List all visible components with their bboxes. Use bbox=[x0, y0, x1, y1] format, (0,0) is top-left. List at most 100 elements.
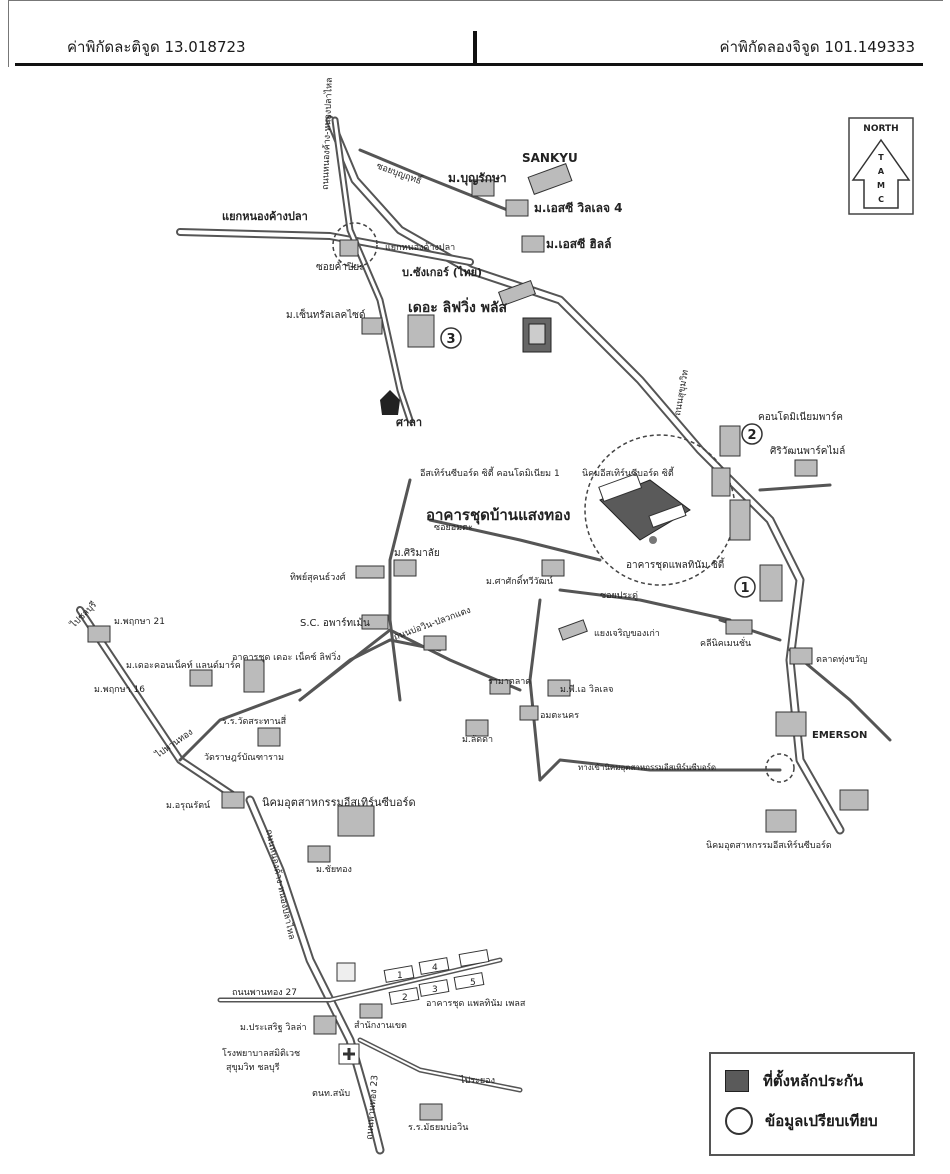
marker-3: 3 bbox=[440, 327, 462, 349]
building-icon-talad bbox=[789, 647, 813, 665]
building-icon-emerson bbox=[775, 711, 807, 737]
svg-text:นิคมอีสเทิร์นซีบอร์ด ซิตี้: นิคมอีสเทิร์นซีบอร์ด ซิตี้ bbox=[582, 466, 675, 479]
legend-square-icon bbox=[725, 1070, 749, 1092]
sala-icon bbox=[380, 390, 400, 415]
road-east-2 bbox=[788, 648, 892, 742]
legend-row-collateral: ที่ตั้งหลักประกัน bbox=[725, 1068, 863, 1094]
building-icon-the-connect bbox=[189, 669, 213, 687]
building-icon-office bbox=[359, 1003, 383, 1019]
parcel-blocks bbox=[383, 949, 490, 1005]
building-icon-sc-apartment bbox=[361, 614, 389, 630]
svg-text:อาคารชุด แพลทินัม เพลส: อาคารชุด แพลทินัม เพลส bbox=[426, 998, 526, 1009]
svg-text:คอนโดมิเนียมพาร์ค: คอนโดมิเนียมพาร์ค bbox=[758, 410, 843, 423]
svg-text:ม.ลัดดา: ม.ลัดดา bbox=[462, 735, 493, 745]
svg-text:อาคารชุดบ้านแสงทอง: อาคารชุดบ้านแสงทอง bbox=[426, 506, 570, 525]
svg-text:ถนนหนองค้าง-หนองปลาไหล: ถนนหนองค้าง-หนองปลาไหล bbox=[320, 77, 335, 190]
svg-text:ม.ศิริมาลัย: ม.ศิริมาลัย bbox=[394, 548, 440, 559]
coordinate-header: ค่าพิกัดละติจูด 13.018723 ค่าพิกัดลองจิจ… bbox=[8, 0, 943, 67]
svg-text:1: 1 bbox=[397, 971, 403, 981]
building-icon-rong-rian bbox=[257, 727, 281, 747]
svg-text:5: 5 bbox=[470, 978, 476, 988]
svg-text:แยกหนองค้างปลา: แยกหนองค้างปลา bbox=[385, 242, 455, 253]
road-central-1 bbox=[388, 478, 412, 702]
svg-text:ศิริวัฒนพาร์คไมล์: ศิริวัฒนพาร์คไมล์ bbox=[770, 445, 845, 457]
building-icon-ladda bbox=[465, 719, 489, 737]
svg-text:ม.อรุณรัตน์: ม.อรุณรัตน์ bbox=[166, 799, 210, 811]
road-central-5 bbox=[528, 598, 542, 782]
svg-text:ม.พฤกษา 21: ม.พฤกษา 21 bbox=[114, 617, 165, 627]
legend-row-comparable: ข้อมูลเปรียบเทียบ bbox=[725, 1107, 878, 1135]
svg-text:EMERSON: EMERSON bbox=[812, 730, 867, 741]
svg-text:ซอยประดู่: ซอยประดู่ bbox=[600, 591, 638, 601]
marker-2: 2 bbox=[741, 423, 763, 445]
svg-text:ม.เดอะคอนเน็คท์ แลนด์มาร์ค: ม.เดอะคอนเน็คท์ แลนด์มาร์ค bbox=[126, 658, 241, 671]
svg-text:SANKYU: SANKYU bbox=[522, 151, 578, 165]
building-icon-sonkhayphiya bbox=[339, 239, 359, 257]
building-icon-rama bbox=[489, 679, 511, 695]
svg-text:ทิพย์สุคนธ์วงศ์: ทิพย์สุคนธ์วงศ์ bbox=[290, 571, 346, 583]
building-icon-prasertwit bbox=[313, 1015, 337, 1035]
road-borwin bbox=[298, 638, 442, 702]
comparable-circle-junction bbox=[332, 222, 378, 268]
road-esb bbox=[538, 758, 782, 782]
building-icon-anisong bbox=[519, 705, 539, 721]
svg-text:เดอะ ลิฟวิ่ง พลัส: เดอะ ลิฟวิ่ง พลัส bbox=[408, 297, 508, 316]
svg-text:ตนท.สนับ: ตนท.สนับ bbox=[312, 1089, 350, 1099]
legend-circle-icon bbox=[725, 1107, 753, 1135]
svg-text:C: C bbox=[878, 195, 884, 204]
svg-text:อีสเทิร์นซีบอร์ด ซิตี้ คอนโดมิ: อีสเทิร์นซีบอร์ด ซิตี้ คอนโดมิเนียม 1 bbox=[420, 466, 560, 479]
north-compass: NORTH T A M C bbox=[848, 117, 914, 215]
svg-text:3: 3 bbox=[432, 985, 438, 995]
svg-text:NORTH: NORTH bbox=[863, 124, 898, 134]
road-network bbox=[76, 115, 892, 1155]
svg-text:ม.ชัยทอง: ม.ชัยทอง bbox=[316, 865, 352, 875]
svg-text:วัดราษฎร์บัณฑาราม: วัดราษฎร์บัณฑาราม bbox=[204, 751, 284, 763]
svg-text:3: 3 bbox=[446, 332, 455, 347]
svg-text:ม.ประเสริฐ วิลล่า: ม.ประเสริฐ วิลล่า bbox=[240, 1022, 307, 1033]
building-icon-boonruk bbox=[471, 179, 495, 197]
road-soi-boonrit bbox=[358, 148, 522, 217]
road-central-4 bbox=[558, 588, 732, 622]
svg-text:อาคารชุดแพลทินัม ซิตี้: อาคารชุดแพลทินัม ซิตี้ bbox=[626, 557, 725, 571]
svg-text:ซอยค้าปิยะ: ซอยค้าปิยะ bbox=[316, 261, 365, 273]
building-icon-platinum-city bbox=[729, 499, 751, 541]
svg-text:อาคารชุด เดอะ เน็คซ์ ลิฟวิ่ง: อาคารชุด เดอะ เน็คซ์ ลิฟวิ่ง bbox=[232, 650, 341, 663]
svg-text:A: A bbox=[878, 167, 885, 176]
header-rule bbox=[15, 63, 923, 66]
svg-text:S.C. อพาร์ทเม้น: S.C. อพาร์ทเม้น bbox=[300, 617, 370, 629]
svg-text:ร.ร.มัธยมบ่อวิน: ร.ร.มัธยมบ่อวิน bbox=[408, 1122, 468, 1133]
svg-text:ไประยอง: ไประยอง bbox=[459, 1075, 495, 1086]
svg-text:2: 2 bbox=[402, 993, 408, 1003]
svg-text:ม.พฤกษา 16: ม.พฤกษา 16 bbox=[94, 685, 145, 695]
building-icon-dhanakorn bbox=[497, 279, 537, 307]
building-icon-amata bbox=[423, 635, 447, 651]
svg-text:ม.พี.เอ วิลเลจ: ม.พี.เอ วิลเลจ bbox=[560, 684, 613, 695]
parcel-numbers: 2 3 1 4 5 bbox=[397, 963, 476, 1003]
svg-text:2: 2 bbox=[747, 428, 756, 443]
building-icon-arunrat bbox=[221, 791, 245, 809]
building-icon-central-lakeside bbox=[361, 317, 383, 335]
svg-text:ตลาดทุ่งขวัญ: ตลาดทุ่งขวัญ bbox=[816, 655, 868, 665]
svg-text:ถนนพานทอง 27: ถนนพานทอง 27 bbox=[232, 988, 297, 998]
building-icon-chaithong bbox=[307, 845, 331, 863]
building-icon-esb-ind2 bbox=[839, 789, 869, 811]
legend-collateral-label: ที่ตั้งหลักประกัน bbox=[763, 1072, 864, 1090]
svg-text:ถนนสุขุมวิท: ถนนสุขุมวิท bbox=[672, 369, 691, 417]
svg-text:สำนักงานเขต: สำนักงานเขต bbox=[354, 1020, 407, 1031]
svg-text:ศาลา: ศาลา bbox=[396, 416, 422, 429]
svg-text:โรงพยาบาลสมิติเวช: โรงพยาบาลสมิติเวช bbox=[222, 1048, 300, 1059]
map-legend: ที่ตั้งหลักประกัน ข้อมูลเปรียบเทียบ bbox=[709, 1052, 915, 1156]
building-icon-esb-city bbox=[711, 467, 731, 497]
building-icon-condo-park bbox=[719, 425, 741, 457]
svg-text:ม.ศาศักดิ์ทวีวัฒน์: ม.ศาศักดิ์ทวีวัฒน์ bbox=[486, 574, 553, 587]
building-icon-eco4 bbox=[505, 199, 529, 217]
longitude-label: ค่าพิกัดลองจิจูด 101.149333 bbox=[719, 38, 915, 56]
building-icon-thip bbox=[355, 565, 385, 579]
subject-parcel bbox=[598, 472, 691, 544]
building-icon-esb-estate bbox=[337, 805, 375, 837]
place-labels: SANKYU ม.บุญรักษา ม.เอสซี วิลเลจ 4 ม.เอส… bbox=[94, 151, 868, 1133]
comparable-circle-entrance bbox=[765, 753, 795, 783]
building-icon-rungchareon bbox=[558, 619, 588, 641]
svg-text:T: T bbox=[878, 153, 884, 162]
svg-text:แยกหนองค้างปลา: แยกหนองค้างปลา bbox=[222, 210, 308, 223]
